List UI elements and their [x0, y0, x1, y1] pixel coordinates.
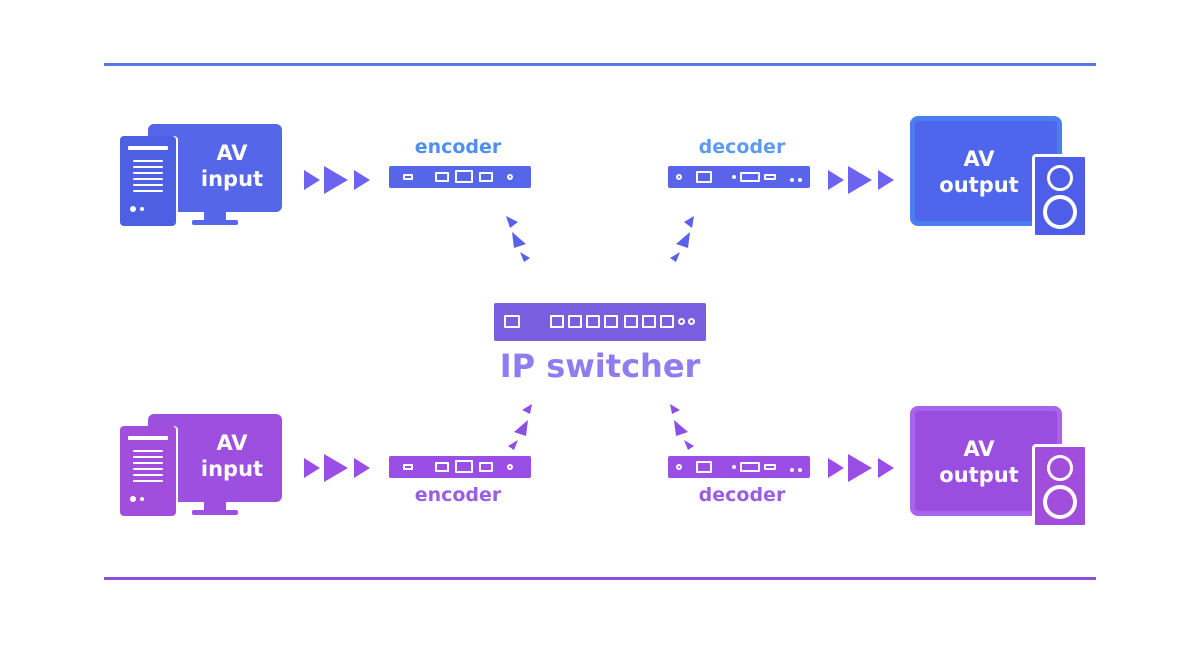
computer-tower-icon [120, 136, 176, 226]
av-output-label: AV output [939, 437, 1019, 487]
av-input-label: AV input [200, 141, 264, 191]
encoder-label-top: encoder [414, 136, 502, 158]
encoder-device-top [389, 166, 531, 188]
flow-arrows-icon [304, 454, 374, 482]
decoder-device-top [668, 166, 810, 188]
flow-arrows-icon [828, 454, 898, 482]
top-divider [104, 63, 1096, 66]
computer-tower-icon [120, 426, 176, 516]
ip-switcher-label: IP switcher [499, 347, 701, 385]
encoder-label-bottom: encoder [414, 484, 502, 506]
speaker-icon [1032, 444, 1088, 528]
av-output-label: AV output [939, 147, 1019, 197]
av-input-computer-top: AV input [120, 124, 284, 232]
down-arrows-icon [670, 404, 694, 450]
flow-arrows-icon [828, 166, 898, 194]
av-input-label: AV input [200, 431, 264, 481]
ip-switcher-device [494, 303, 706, 341]
av-output-display-top: AV output [910, 116, 1090, 240]
encoder-device-bottom [389, 456, 531, 478]
decoder-device-bottom [668, 456, 810, 478]
up-arrows-icon [508, 404, 532, 450]
av-output-display-bottom: AV output [910, 406, 1090, 530]
decoder-label-bottom: decoder [698, 484, 786, 506]
bottom-divider [104, 577, 1096, 580]
down-arrows-icon [506, 216, 530, 262]
up-arrows-icon [670, 216, 694, 262]
av-input-computer-bottom: AV input [120, 414, 284, 522]
decoder-label-top: decoder [698, 136, 786, 158]
flow-arrows-icon [304, 166, 374, 194]
speaker-icon [1032, 154, 1088, 238]
